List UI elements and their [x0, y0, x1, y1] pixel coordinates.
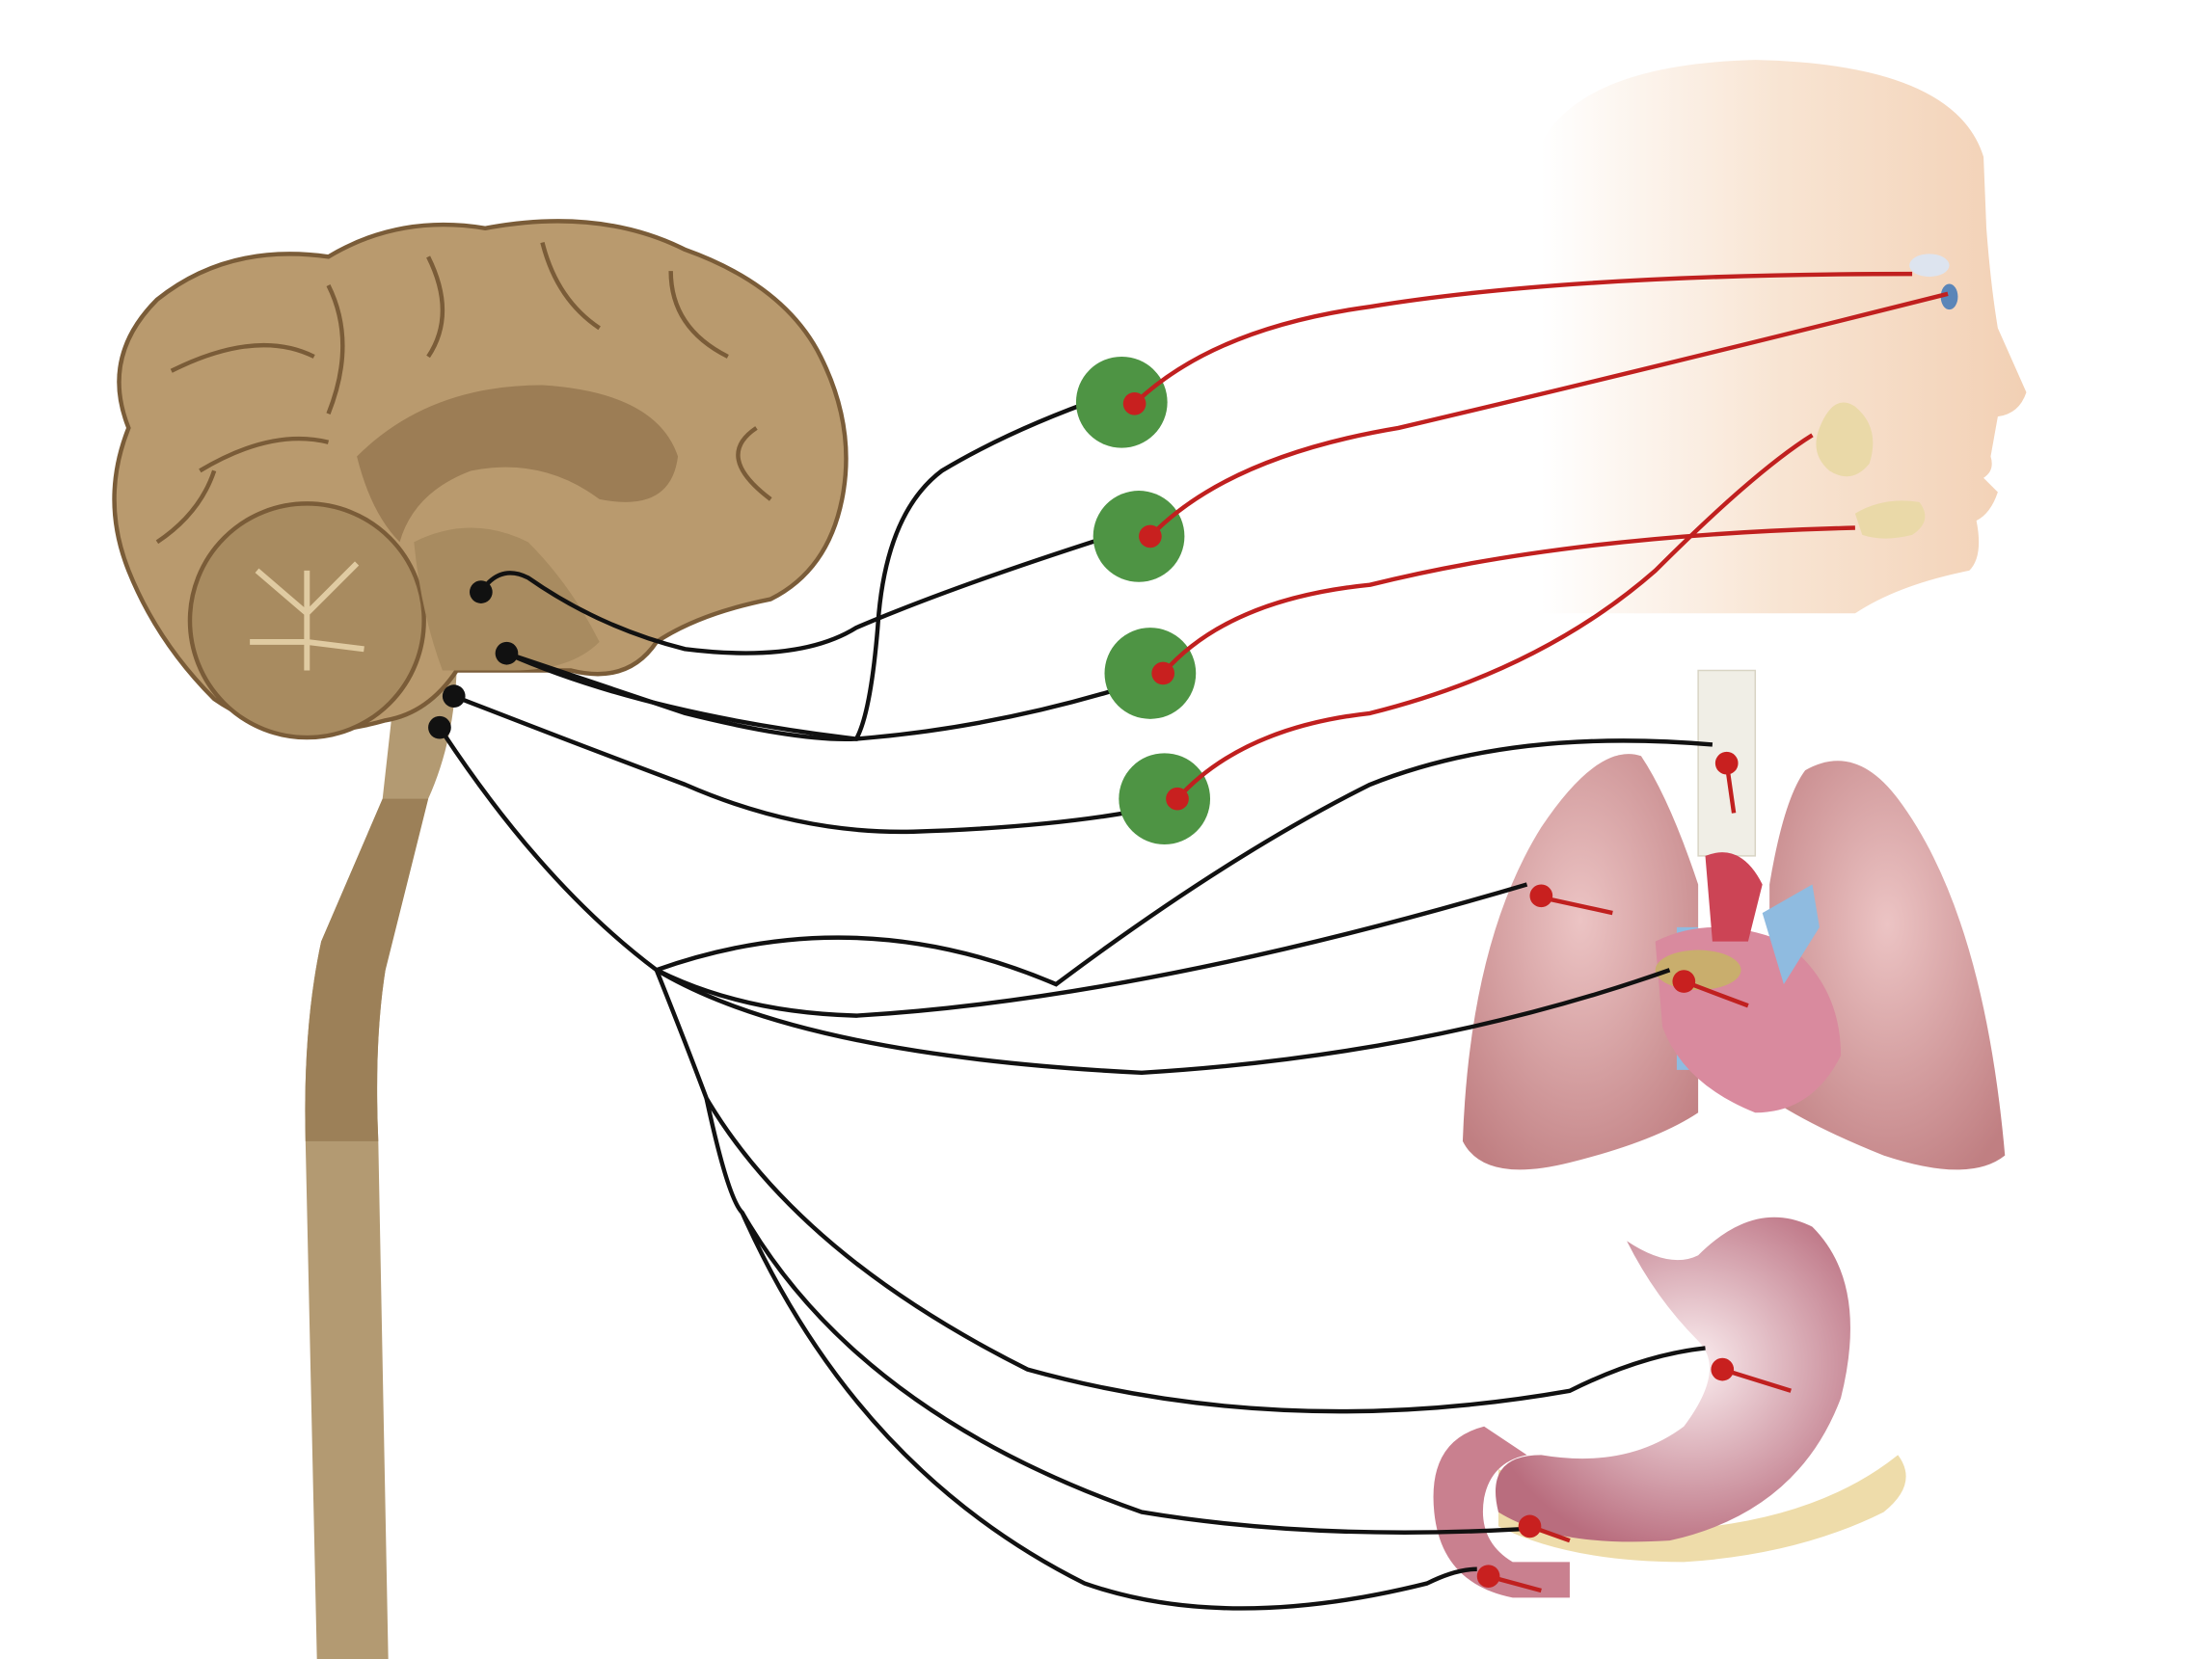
- intestine-icon: [1433, 1426, 1570, 1598]
- stomach-icon: [1495, 1217, 1850, 1542]
- spinal-cord-icon: [305, 670, 457, 1659]
- heart-icon: [1655, 852, 1842, 1113]
- salivary-gland-icon: [1816, 402, 1874, 477]
- lacrimal-gland-icon: [1909, 254, 1950, 278]
- postganglionic-nerves: [1133, 271, 1949, 1593]
- salivary-gland-icon: [1854, 500, 1926, 539]
- ganglion-icon: [1075, 356, 1211, 845]
- brain-icon: [112, 219, 849, 740]
- nerve-endings: [1122, 391, 1739, 1589]
- eye-icon: [1940, 283, 1958, 310]
- brainstem-nuclei: [428, 580, 519, 739]
- preganglionic-nerves: [438, 391, 1713, 1611]
